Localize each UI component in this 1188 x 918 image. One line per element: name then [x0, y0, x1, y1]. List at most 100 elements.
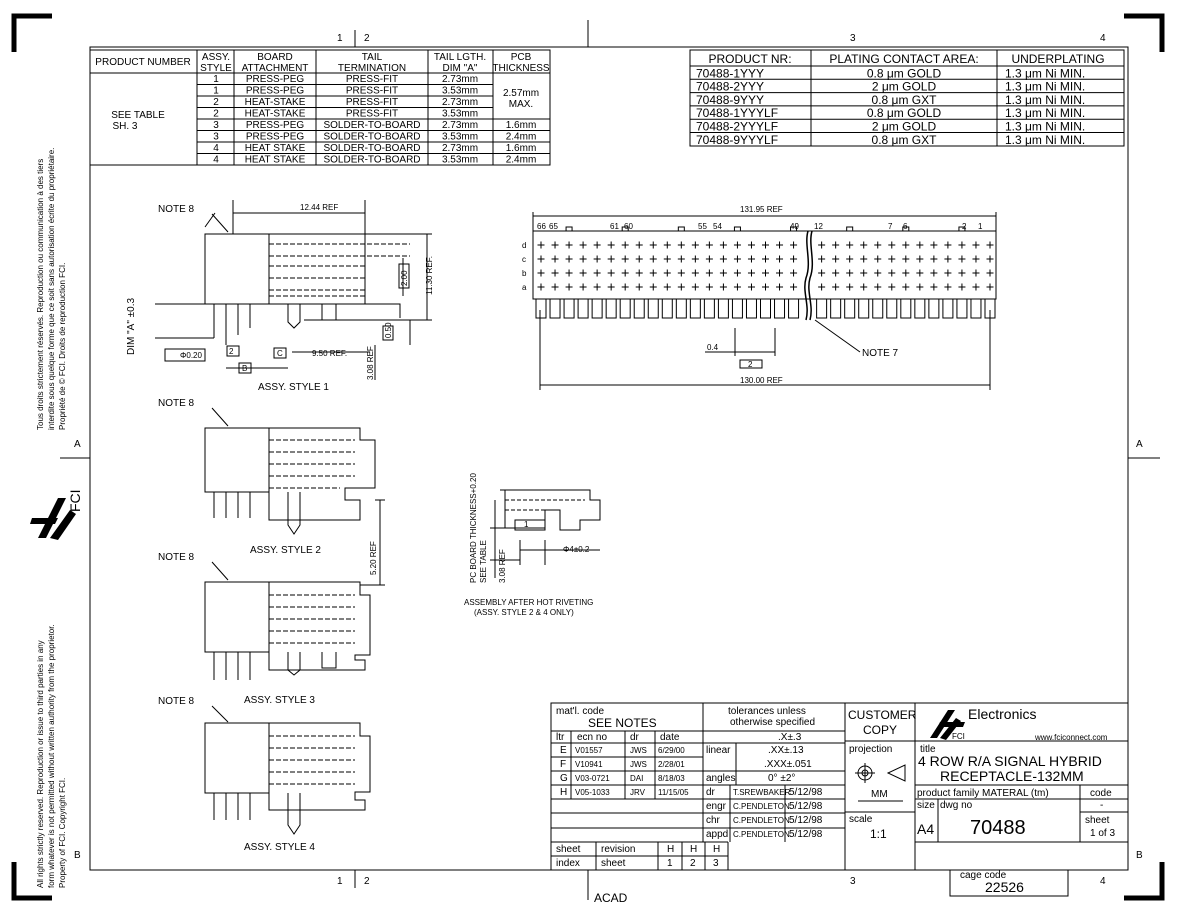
- pin-number-label: 61: [610, 222, 619, 231]
- pin-mark: [888, 283, 896, 291]
- underplating-cell: 1.3 μm Ni MIN.: [1005, 66, 1085, 80]
- svg-text:2: 2: [748, 360, 753, 369]
- svg-text:ltr: ltr: [556, 732, 565, 743]
- top-tab: [733, 226, 741, 232]
- assy-style-3-view: [204, 581, 371, 680]
- product-nr-cell: 70488-9YYYLF: [696, 133, 778, 147]
- svg-text:Φ0.20: Φ0.20: [180, 351, 203, 360]
- pin-mark: [551, 269, 559, 277]
- pin-mark: [790, 255, 798, 263]
- approval-name: C.PENDLETON: [733, 802, 790, 811]
- tail-foot: [816, 299, 828, 319]
- pin-mark: [986, 255, 994, 263]
- row-letter-label: a: [522, 283, 527, 292]
- svg-text:0.4: 0.4: [707, 343, 719, 352]
- approval-name: C.PENDLETON: [733, 830, 790, 839]
- board-attachment-cell: HEAT-STAKE: [245, 97, 306, 108]
- svg-text:BOARD: BOARD: [257, 52, 293, 63]
- pin-mark: [677, 255, 685, 263]
- pin-mark: [635, 269, 643, 277]
- svg-text:title: title: [920, 744, 936, 755]
- pin-mark: [916, 241, 924, 249]
- rev-date: 11/15/05: [658, 788, 689, 797]
- tail-foot: [577, 299, 589, 319]
- board-attachment-cell: PRESS-PEG: [246, 86, 305, 97]
- svg-text:1: 1: [337, 876, 343, 887]
- svg-text:1: 1: [524, 520, 529, 529]
- svg-text:TERMINATION: TERMINATION: [338, 63, 406, 74]
- pin-mark: [944, 255, 952, 263]
- pin-mark: [818, 269, 826, 277]
- svg-text:Φ4±0.2: Φ4±0.2: [563, 545, 590, 554]
- pin-mark: [607, 255, 615, 263]
- rev-date: 6/29/00: [658, 746, 685, 755]
- tail-foot: [858, 299, 870, 319]
- rev-date: 2/28/01: [658, 760, 685, 769]
- svg-text:B: B: [242, 364, 247, 373]
- hot-riveting-labels: PC BOARD THICKNESS+0.20 SEE TABLE 3.08 R…: [464, 473, 593, 617]
- rev-drafter: JWS: [630, 760, 647, 769]
- product-nr-cell: 70488-2YYY: [696, 80, 764, 94]
- assy-style-cell: 2: [213, 109, 219, 120]
- svg-text:size: size: [917, 800, 935, 811]
- svg-text:9.50 REF.: 9.50 REF.: [312, 349, 347, 358]
- tail-foot: [984, 299, 996, 319]
- pin-mark: [972, 269, 980, 277]
- plating-cell: 2 μm GOLD: [872, 80, 937, 94]
- pin-mark: [958, 269, 966, 277]
- sheet-number: 2: [690, 858, 696, 869]
- row-letter-label: d: [522, 241, 526, 250]
- pin-mark: [832, 241, 840, 249]
- svg-text:2: 2: [364, 876, 370, 887]
- pin-mark: [762, 283, 769, 291]
- tail-length-cell: 3.53mm: [442, 86, 478, 97]
- svg-text:NOTE 7: NOTE 7: [862, 348, 899, 359]
- pin-mark: [663, 255, 671, 263]
- pin-mark: [818, 241, 826, 249]
- pin-mark: [579, 283, 587, 291]
- tail-foot: [872, 299, 884, 319]
- pin-mark: [874, 269, 882, 277]
- svg-text:NOTE 8: NOTE 8: [158, 552, 195, 563]
- tail-termination-cell: PRESS-FIT: [346, 74, 398, 85]
- tail-foot: [717, 299, 729, 319]
- approval-date: 5/12/98: [789, 801, 823, 812]
- pin-mark: [551, 241, 559, 249]
- pin-mark: [719, 269, 727, 277]
- pin-mark: [902, 255, 910, 263]
- fci-side-logo: FCI: [30, 489, 83, 540]
- svg-text:All rights strictly reserved.: All rights strictly reserved. Reproducti…: [36, 640, 45, 888]
- board-attachment-cell: PRESS-PEG: [246, 132, 305, 143]
- svg-text:cage code: cage code: [960, 870, 1007, 881]
- svg-text:UNDERPLATING: UNDERPLATING: [1011, 52, 1104, 66]
- tail-length-cell: 2.73mm: [442, 97, 478, 108]
- plating-cell: 2 μm GOLD: [872, 120, 937, 134]
- svg-text:.XXX±.051: .XXX±.051: [764, 759, 812, 770]
- svg-text:date: date: [660, 732, 680, 743]
- pin-mark: [958, 255, 966, 263]
- pin-number-label: 6: [903, 222, 908, 231]
- tail-foot: [591, 299, 603, 319]
- svg-text:code: code: [1090, 788, 1112, 799]
- rev-letter: E: [560, 745, 567, 756]
- tail-foot: [900, 299, 912, 319]
- pin-number-label: 65: [549, 222, 558, 231]
- svg-text:ASSY. STYLE 2: ASSY. STYLE 2: [250, 545, 321, 556]
- approval-name: T.SREWBAKER: [733, 788, 791, 797]
- tail-foot: [619, 299, 631, 319]
- pin-mark: [663, 241, 671, 249]
- pin-mark: [551, 283, 559, 291]
- svg-text:FCI: FCI: [952, 732, 965, 741]
- assy-style-cell: 3: [213, 120, 219, 131]
- top-tab: [958, 226, 966, 232]
- svg-text:3: 3: [850, 33, 856, 44]
- pin-mark: [747, 283, 755, 291]
- pin-mark: [705, 241, 713, 249]
- pin-mark: [930, 255, 938, 263]
- svg-text:Property of FCI. Copyright F: Property of FCI. Copyright FCI.: [58, 778, 67, 888]
- rev-ecn: V01557: [575, 746, 603, 755]
- assy-style-cell: 2: [213, 97, 219, 108]
- pin-mark: [916, 255, 924, 263]
- tail-foot: [788, 299, 800, 319]
- pin-mark: [733, 255, 741, 263]
